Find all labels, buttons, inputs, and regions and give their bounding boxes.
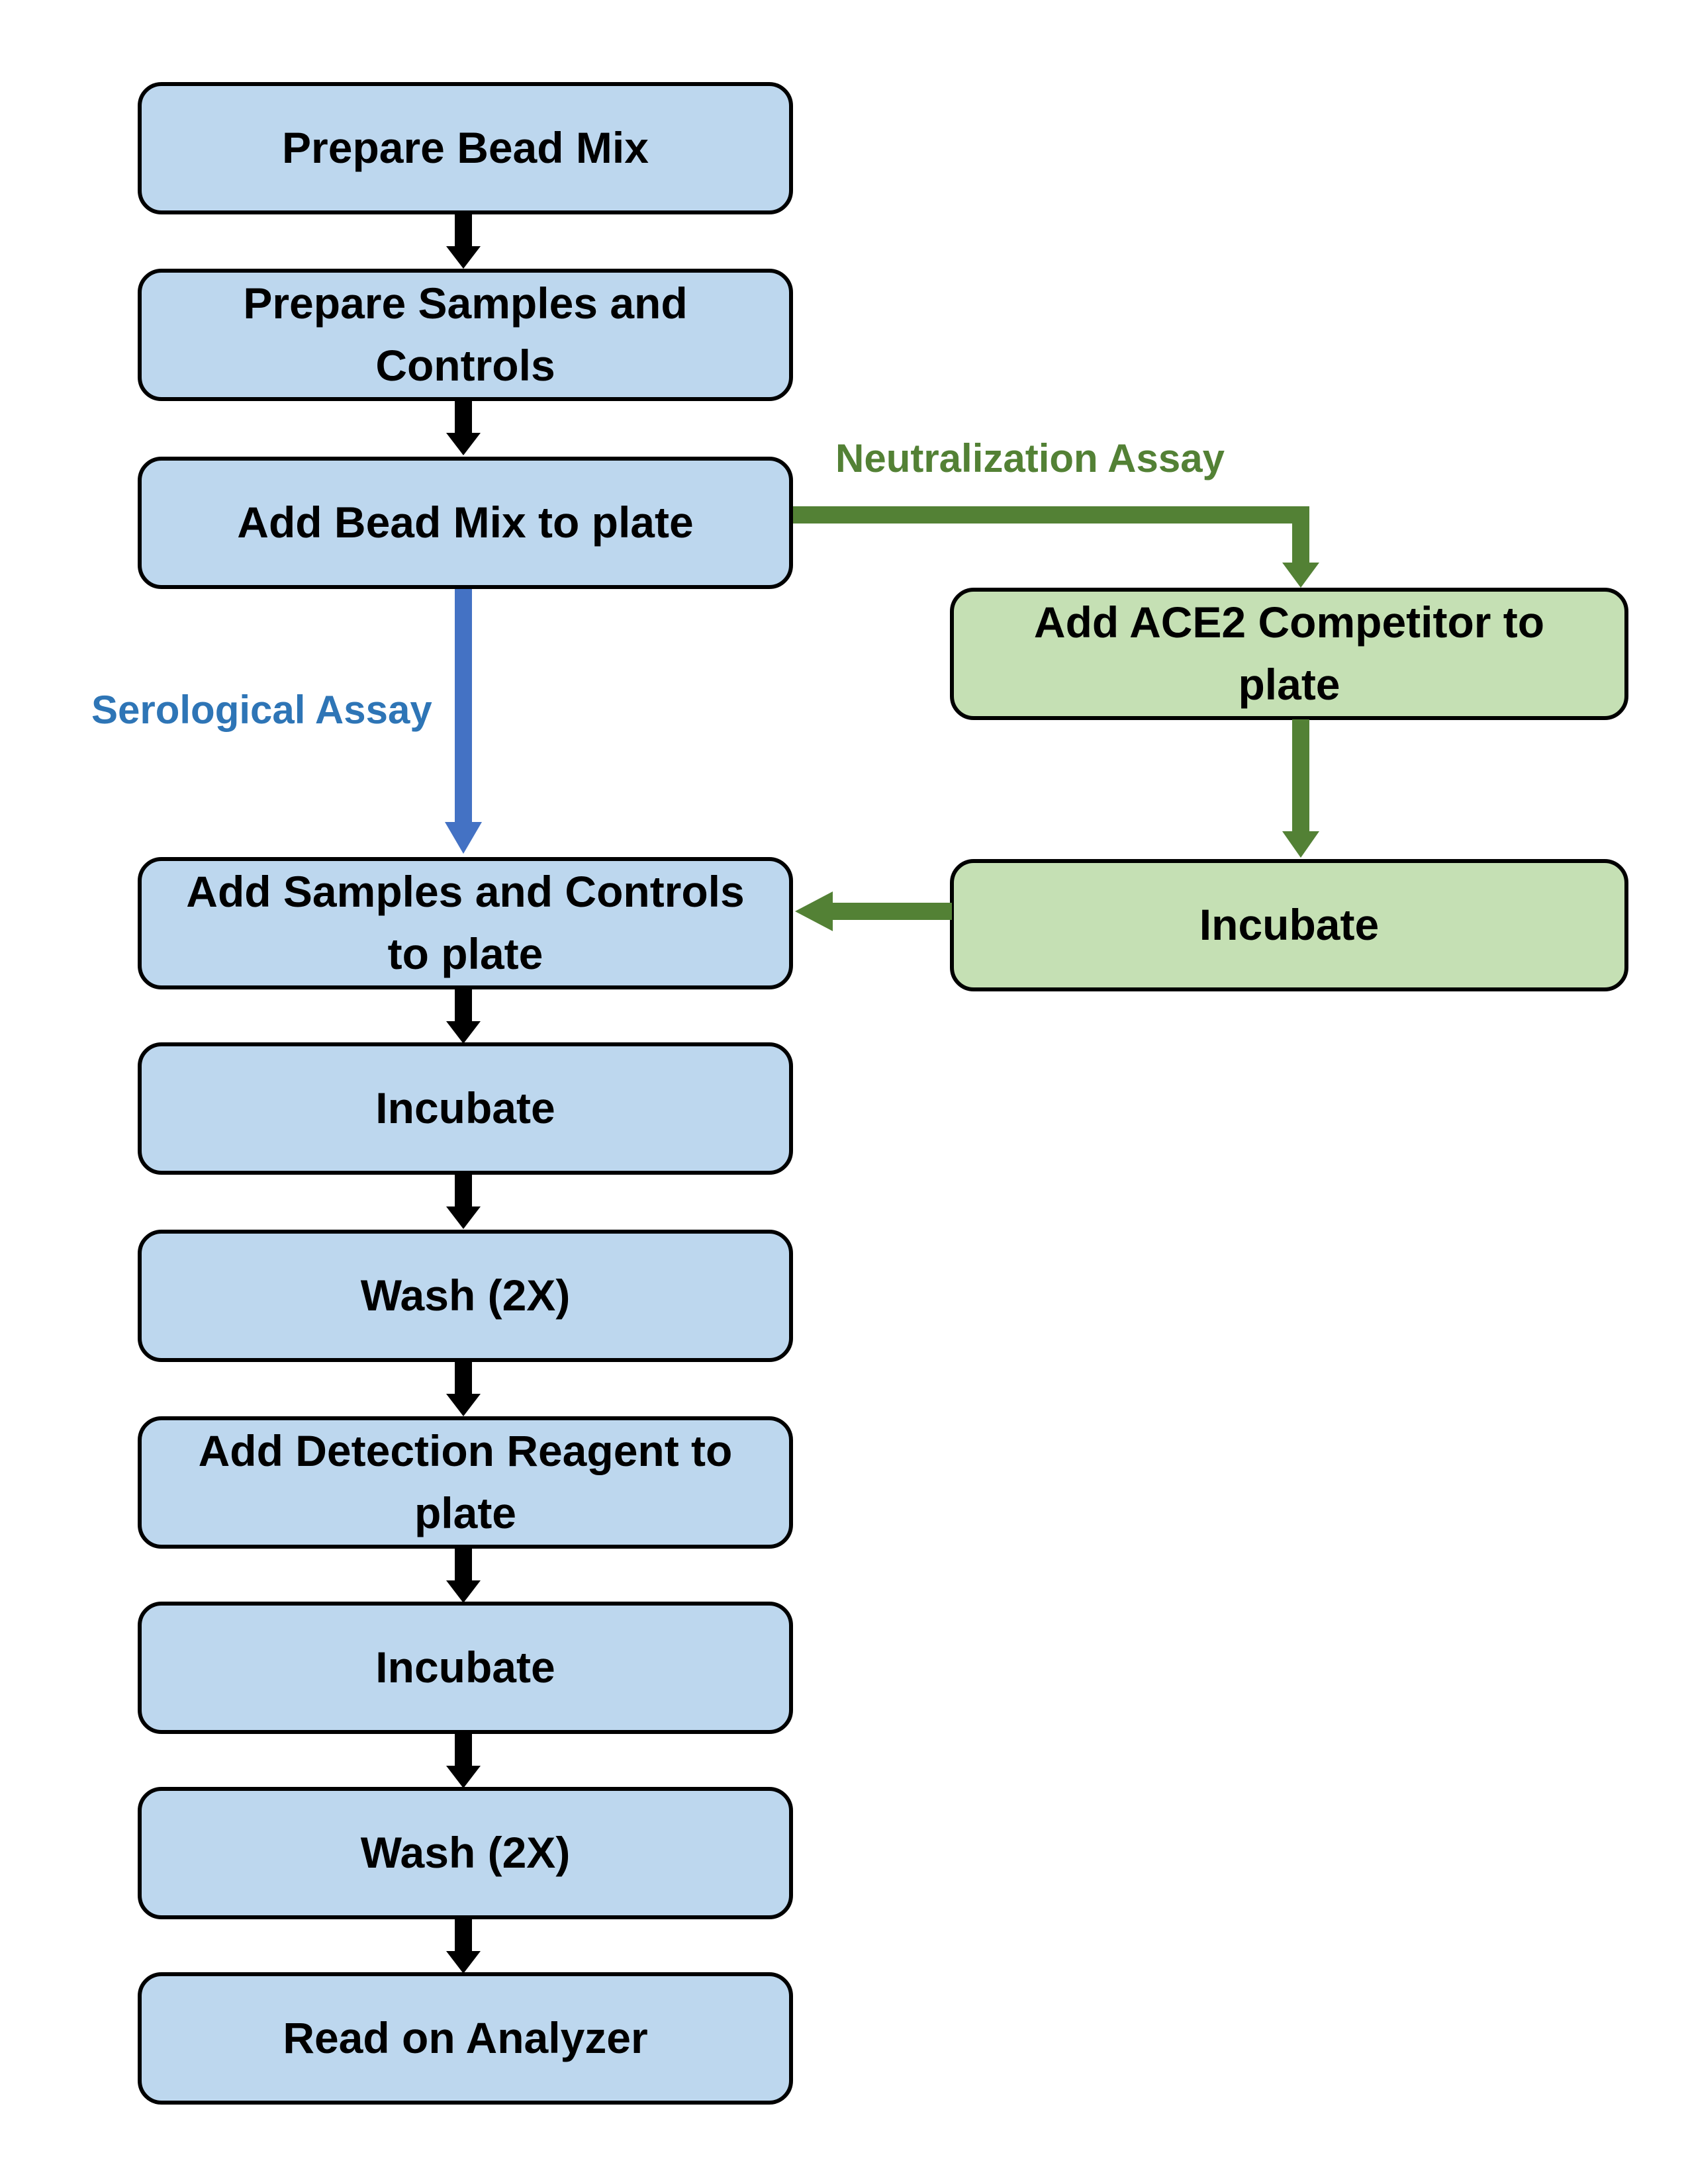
step-label: Add Samples and Controls to plate bbox=[186, 867, 745, 978]
step-read-on-analyzer: Read on Analyzer bbox=[138, 1972, 793, 2105]
step-add-ace2-competitor-to-plate: Add ACE2 Competitor to plate bbox=[950, 588, 1628, 720]
step-label: Incubate bbox=[375, 1643, 555, 1692]
step-incubate-neutralization: Incubate bbox=[950, 859, 1628, 991]
step-label: Wash (2X) bbox=[360, 1271, 571, 1320]
step-incubate-2: Incubate bbox=[138, 1602, 793, 1734]
neutralization-assay-label: Neutralization Assay bbox=[835, 436, 1225, 480]
serological-assay-label: Serological Assay bbox=[91, 688, 432, 732]
step-label: Read on Analyzer bbox=[283, 2013, 648, 2063]
step-add-bead-mix-to-plate: Add Bead Mix to plate bbox=[138, 457, 793, 589]
step-label: Prepare Bead Mix bbox=[282, 123, 649, 173]
step-label: Add Detection Reagent to plate bbox=[198, 1426, 733, 1537]
step-label: Prepare Samples and Controls bbox=[243, 279, 688, 390]
step-prepare-samples-and-controls: Prepare Samples and Controls bbox=[138, 269, 793, 401]
step-label: Incubate bbox=[375, 1083, 555, 1133]
step-add-samples-and-controls-to-plate: Add Samples and Controls to plate bbox=[138, 857, 793, 989]
step-label: Wash (2X) bbox=[360, 1828, 571, 1878]
step-prepare-bead-mix: Prepare Bead Mix bbox=[138, 82, 793, 214]
step-label: Add ACE2 Competitor to plate bbox=[1033, 598, 1545, 709]
step-label: Add Bead Mix to plate bbox=[237, 498, 694, 547]
step-wash-2x-2: Wash (2X) bbox=[138, 1787, 793, 1919]
step-incubate-1: Incubate bbox=[138, 1042, 793, 1175]
step-label: Incubate bbox=[1199, 900, 1380, 950]
step-wash-2x-1: Wash (2X) bbox=[138, 1230, 793, 1362]
step-add-detection-reagent-to-plate: Add Detection Reagent to plate bbox=[138, 1416, 793, 1549]
